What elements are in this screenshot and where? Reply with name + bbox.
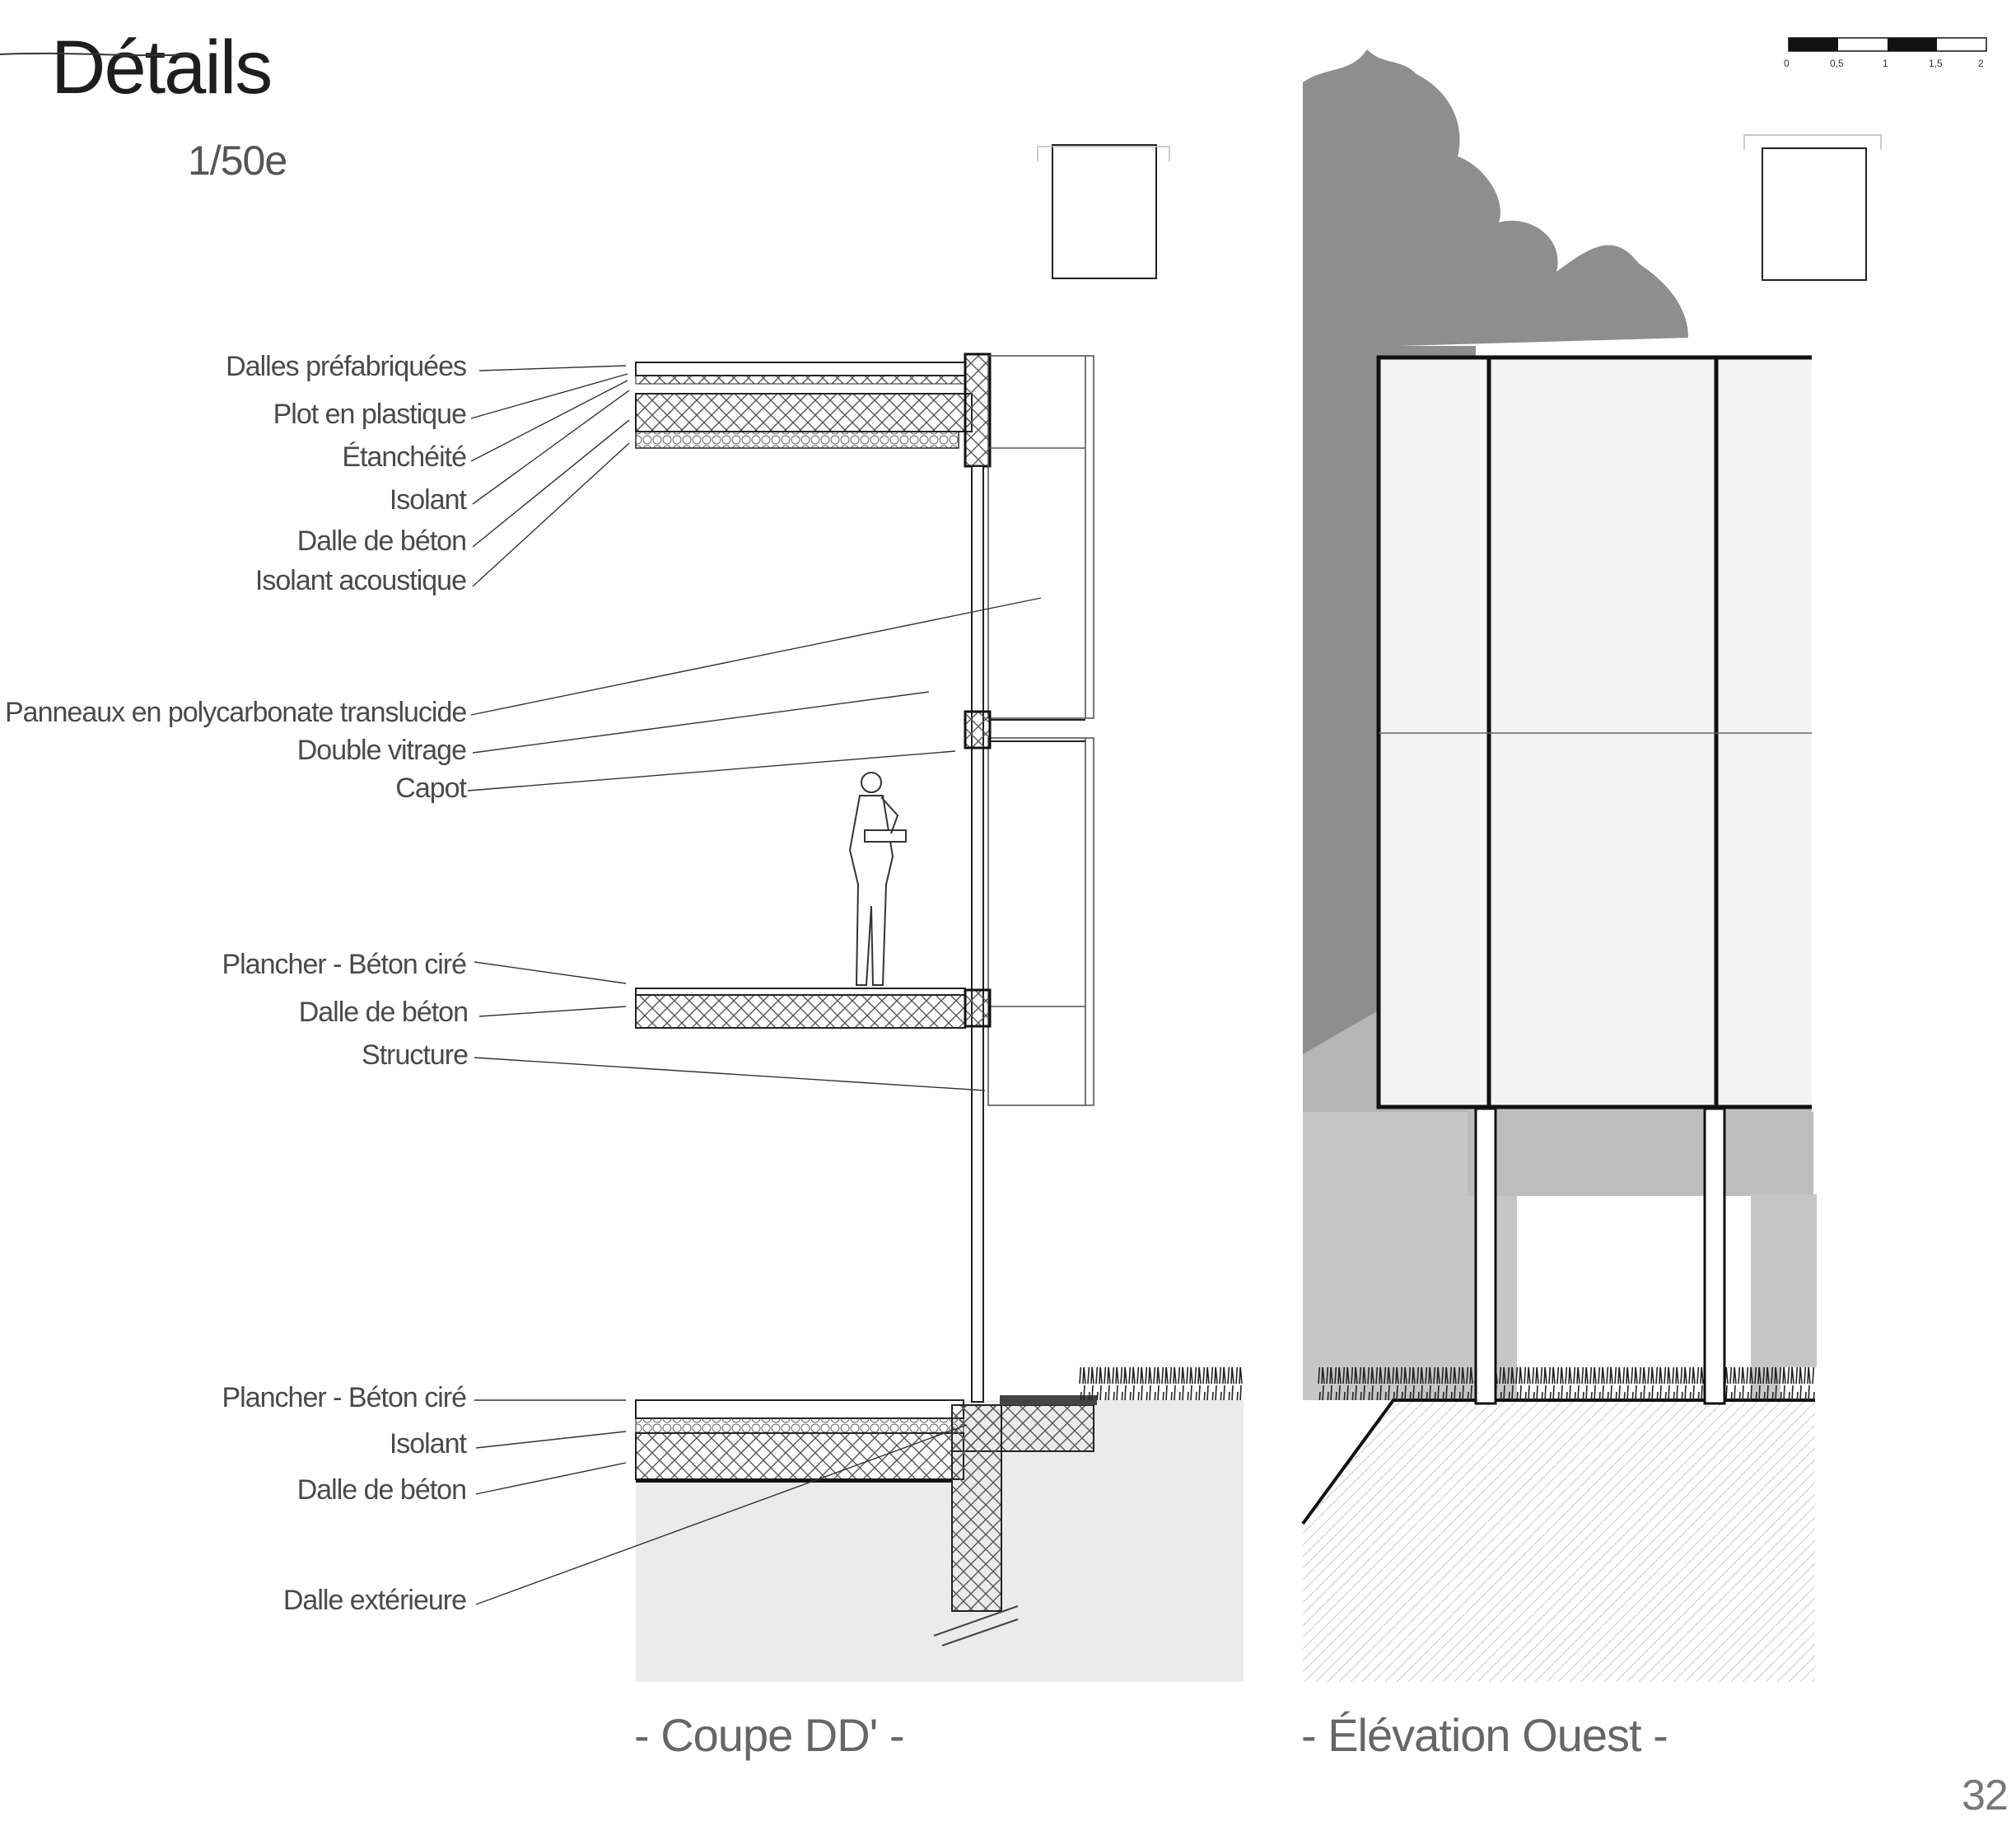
key-plan-section [1037,144,1170,279]
label-dalle-beton-ground: Dalle de béton [296,1474,467,1506]
scale-bar-tick-0: 0 [1784,58,1790,69]
label-plancher-beton-cire-ground: Plancher - Béton ciré [222,1382,468,1413]
label-isolant-roof: Isolant [389,484,467,516]
scale-bar [1788,37,1987,52]
label-dalle-beton-roof: Dalle de béton [296,525,467,557]
key-plan-elevation [1743,134,1882,281]
caption-elevation: - Élévation Ouest - [1301,1709,1668,1761]
caption-coupe: - Coupe DD' - [634,1709,905,1761]
page-number: 32 [1962,1772,2009,1819]
label-dalles-prefabriquees: Dalles préfabriquées [226,351,467,382]
label-dalle-beton-floor: Dalle de béton [298,997,469,1028]
label-isolant-acoustique: Isolant acoustique [254,565,467,596]
scale-bar-tick-3: 1,5 [1929,58,1943,69]
person-figure [848,772,907,986]
elevation-drawing [1301,49,1820,1682]
label-isolant-ground: Isolant [389,1428,467,1459]
drawing-scale: 1/50e [188,138,287,184]
section-drawing [467,353,1244,1682]
title-underline [0,52,192,57]
scale-bar-tick-4: 2 [1978,58,1984,69]
label-capot: Capot [395,773,467,804]
label-structure: Structure [362,1039,469,1071]
scale-bar-tick-1: 0,5 [1830,58,1844,69]
label-plancher-beton-cire: Plancher - Béton ciré [222,949,468,980]
label-etancheite: Étanchéité [342,441,467,473]
scale-bar-tick-2: 1 [1883,58,1888,69]
label-panneaux-polycarbonate: Panneaux en polycarbonate translucide [5,697,467,728]
label-dalle-exterieure: Dalle extérieure [282,1585,467,1616]
leader-lines [467,365,1042,1605]
page-title: Détails [51,26,273,110]
label-double-vitrage: Double vitrage [296,735,467,766]
label-plot-en-plastique: Plot en plastique [273,399,467,430]
tree-foliage [1303,49,1688,362]
